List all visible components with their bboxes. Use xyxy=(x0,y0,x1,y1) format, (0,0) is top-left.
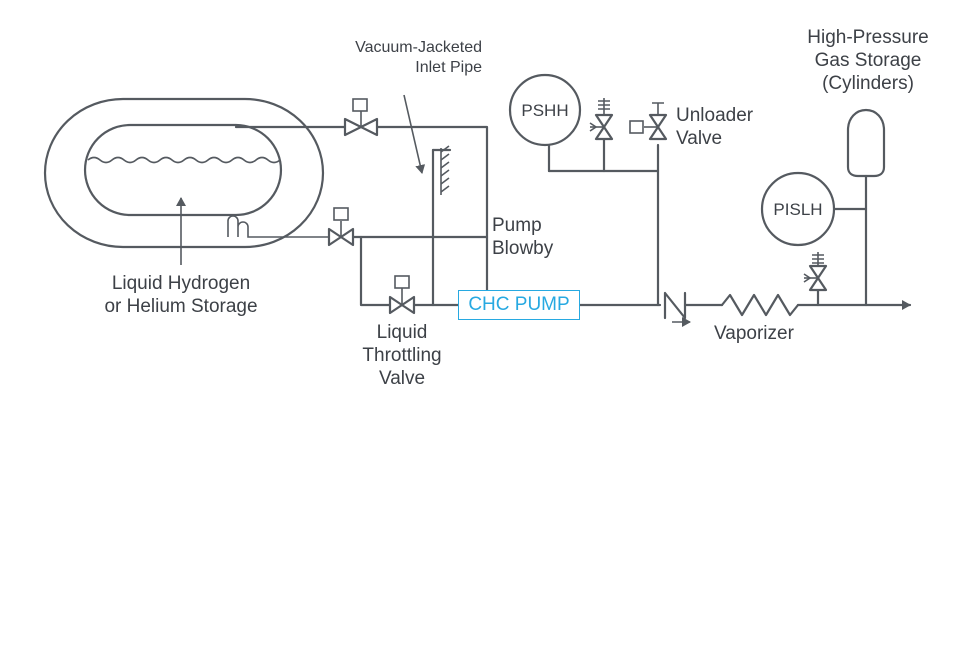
liquid-line xyxy=(327,207,489,307)
throttling-valve-label: Liquid Throttling Valve xyxy=(362,322,442,389)
pshh-instrument: PSHH xyxy=(508,73,582,147)
vapor-return-line xyxy=(234,125,489,292)
throttling-valve xyxy=(388,275,460,315)
pshh-label: PSHH xyxy=(521,101,568,120)
unloader-header xyxy=(547,98,668,307)
discharge-line xyxy=(578,291,912,327)
vacuum-pipe-label: Vacuum-Jacketed Inlet Pipe xyxy=(355,39,482,76)
vacuum-jacketed-pipe xyxy=(403,94,452,307)
gas-cylinder xyxy=(803,108,886,307)
vaporizer-label: Vaporizer xyxy=(714,323,794,344)
storage-label: Liquid Hydrogen or Helium Storage xyxy=(104,273,258,317)
pislh-instrument: PISLH xyxy=(760,171,836,247)
pislh-label: PISLH xyxy=(773,200,822,219)
high-pressure-label: High-Pressure Gas Storage (Cylinders) xyxy=(807,27,929,94)
top-valve xyxy=(343,98,379,137)
chc-pump: CHC PUMP xyxy=(458,290,580,320)
pump-blowby-label: Pump Blowby xyxy=(492,215,554,259)
storage-tank xyxy=(43,97,335,249)
unloader-valve-label: Unloader Valve xyxy=(676,105,754,149)
